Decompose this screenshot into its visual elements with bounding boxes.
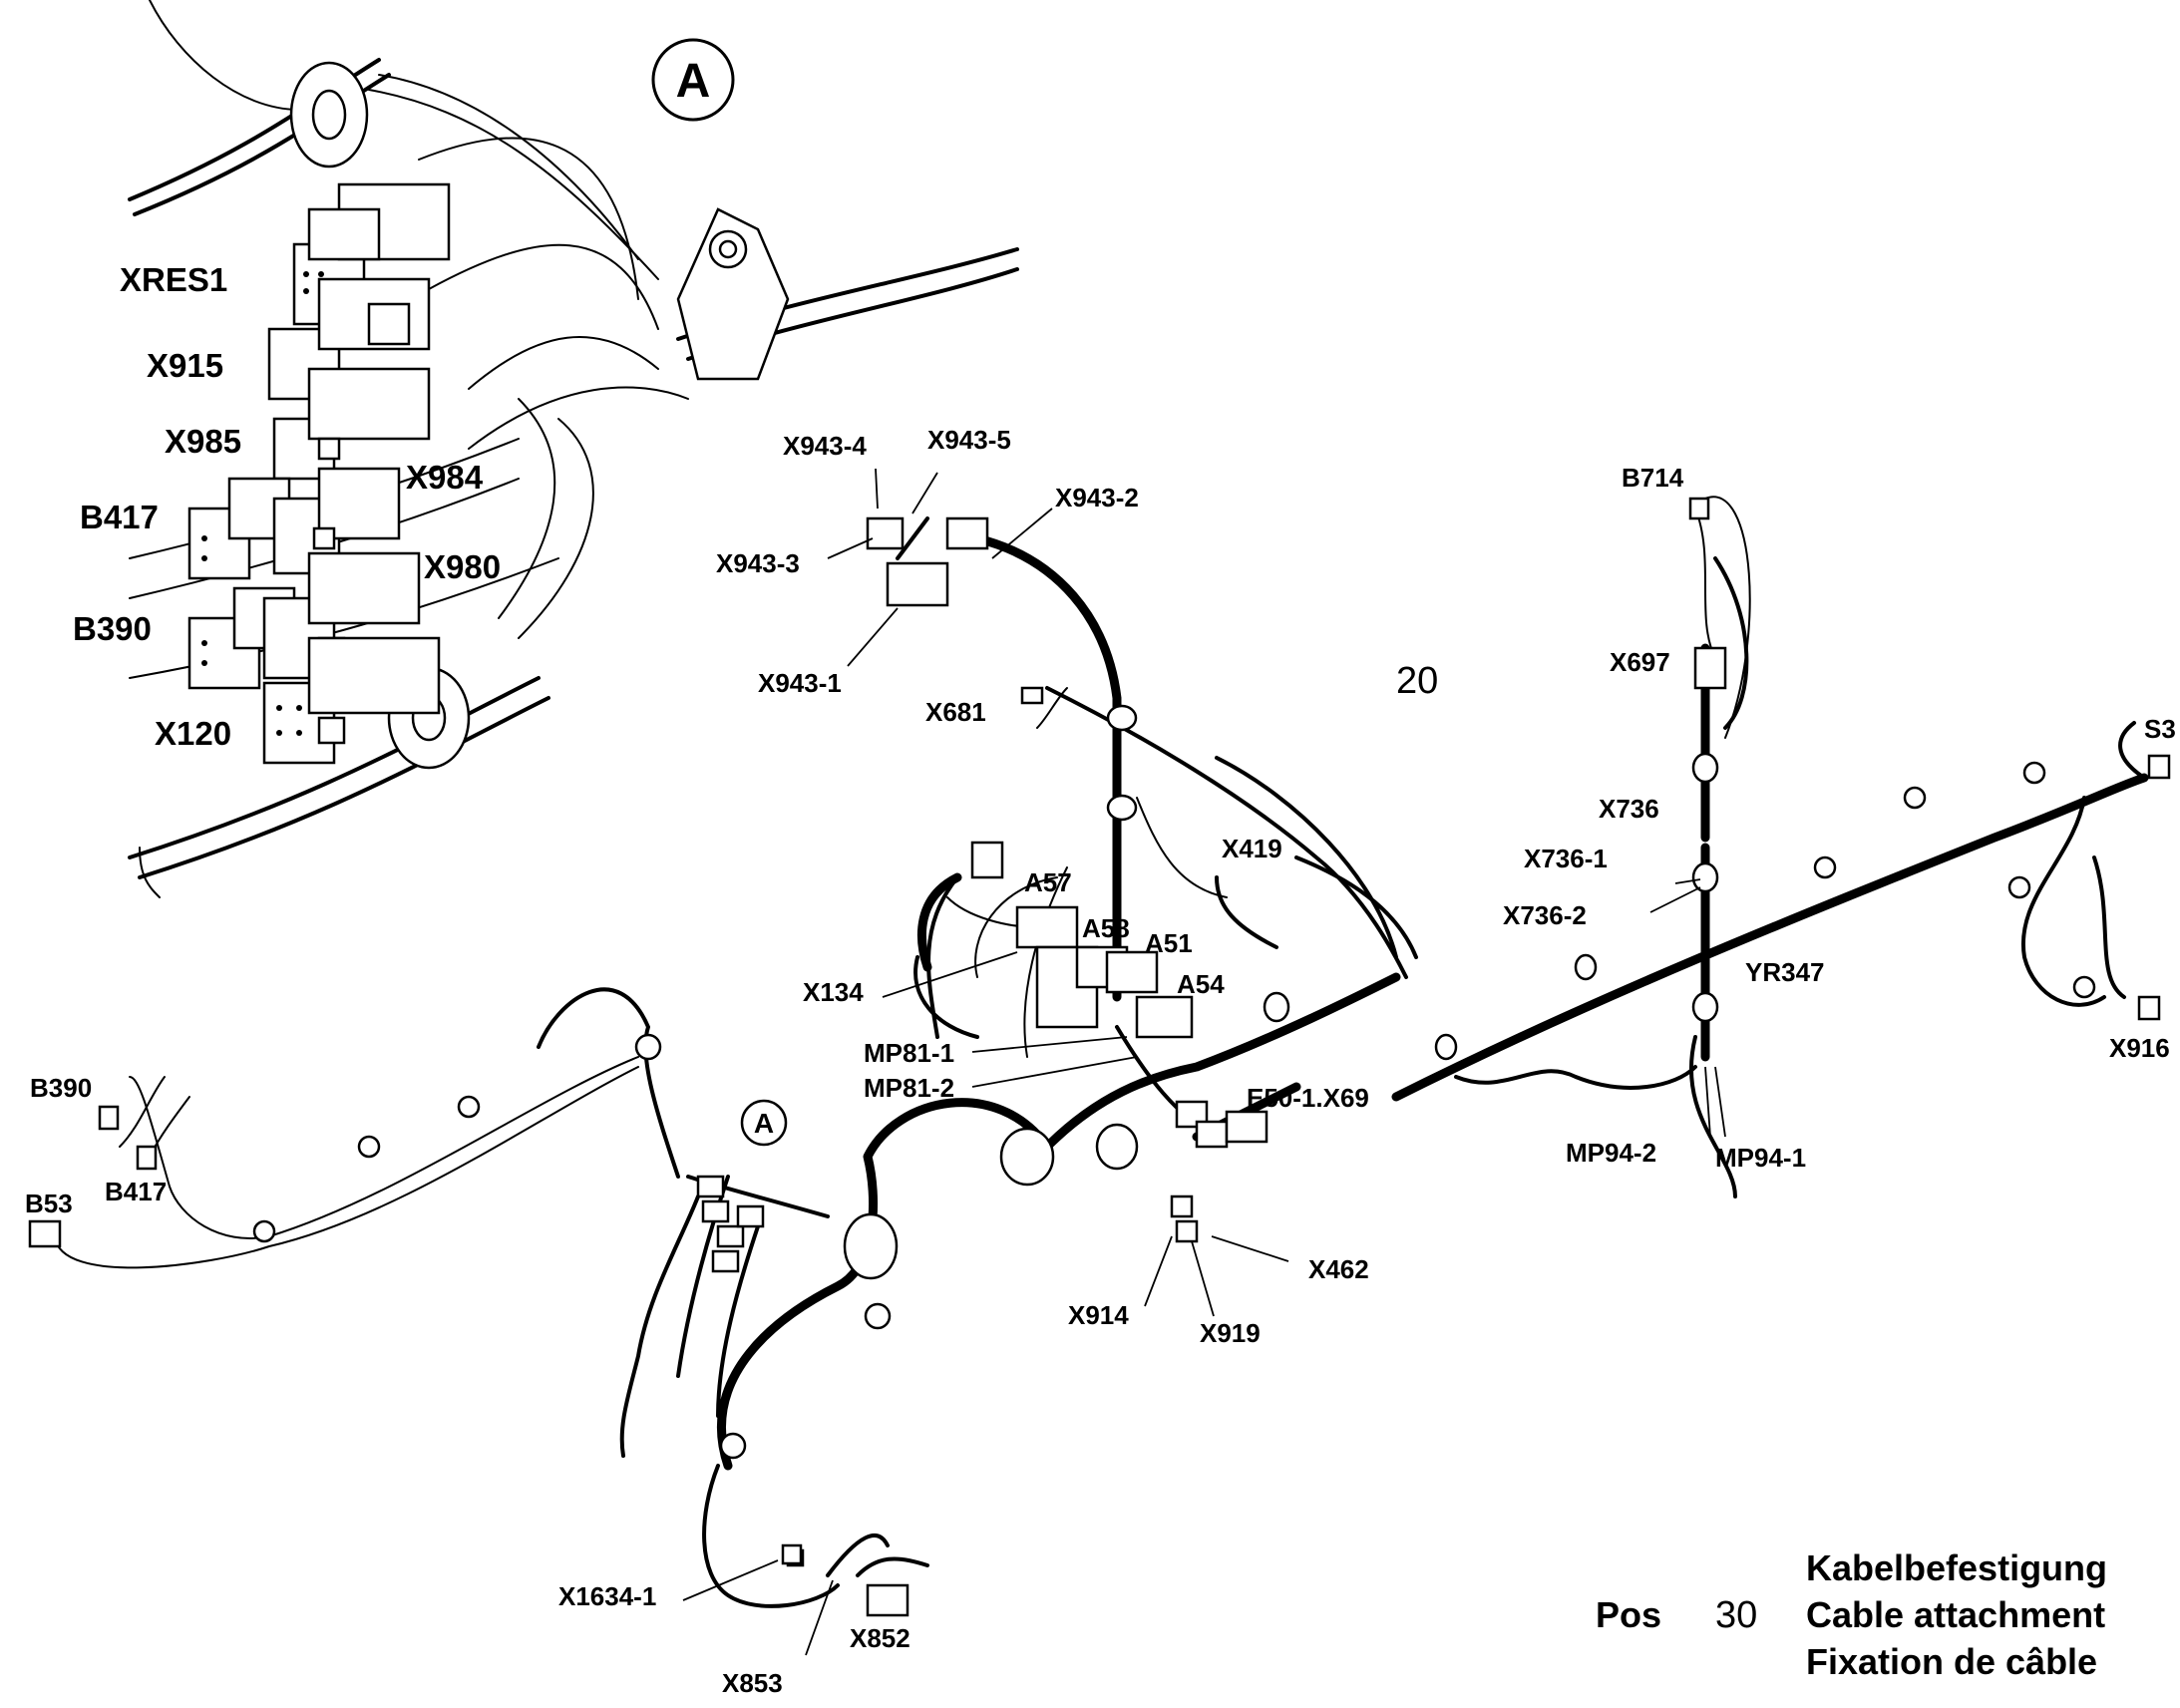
connector-b390-main-icon	[98, 1105, 120, 1131]
connector-x916-icon	[2137, 995, 2161, 1021]
connector-cluster-icon	[1170, 1100, 1269, 1243]
connector-x943-icon	[866, 516, 989, 607]
connector-a54-icon	[1135, 995, 1194, 1039]
position-number: 20	[1396, 660, 1438, 702]
connector-b390-icon	[187, 586, 296, 690]
caption-pos-number: 30	[1715, 1594, 1757, 1636]
label-x736-2: X736-2	[1503, 900, 1587, 930]
svg-text:A: A	[754, 1108, 774, 1139]
label-x462: X462	[1308, 1254, 1369, 1284]
caption-line-de: Kabelbefestigung	[1806, 1547, 2107, 1588]
main-harness: 20 A X943-4 X943-5	[25, 425, 2176, 1698]
connector-x681-icon	[1020, 686, 1044, 705]
connector-x852-icon	[786, 1548, 909, 1617]
label-x943-5: X943-5	[927, 425, 1011, 455]
label-mp94-2: MP94-2	[1566, 1138, 1656, 1168]
caption-line-fr: Fixation de câble	[1806, 1641, 2097, 1682]
label-e50-1-x69: E50-1.X69	[1247, 1083, 1369, 1113]
label-x984: X984	[406, 459, 484, 496]
label-x914: X914	[1068, 1300, 1129, 1330]
label-x916: X916	[2109, 1033, 2170, 1063]
caption-pos-label: Pos	[1596, 1594, 1661, 1635]
connector-x697-icon	[1693, 646, 1727, 690]
label-mp81-1: MP81-1	[864, 1038, 954, 1068]
label-b390: B390	[73, 610, 152, 647]
label-x943-3: X943-3	[716, 548, 800, 578]
label-x919: X919	[1200, 1318, 1261, 1348]
label-a58: A58	[1082, 913, 1130, 943]
connector-a51-icon	[1105, 950, 1159, 994]
connector-x134-icon	[917, 841, 1004, 972]
caption-block: Kabelbefestigung Pos 30 Cable attachment…	[1596, 1547, 2107, 1682]
label-b390: B390	[30, 1073, 92, 1103]
connector-s3-icon	[2147, 754, 2171, 780]
label-x736: X736	[1599, 794, 1659, 824]
connector-left-cluster-icon	[696, 1175, 765, 1273]
label-x120: X120	[155, 715, 231, 752]
label-x681: X681	[925, 697, 986, 727]
cable-clamp-icon	[252, 704, 2096, 1460]
connector-x1634-1-icon	[781, 1543, 803, 1565]
detail-marker-a: A	[651, 38, 735, 122]
label-x419: X419	[1222, 834, 1282, 863]
svg-text:A: A	[676, 55, 711, 108]
caption-line-en: Cable attachment	[1806, 1594, 2105, 1635]
label-b714: B714	[1622, 463, 1684, 493]
detail-marker-a-small: A	[740, 1099, 788, 1147]
label-xres1: XRES1	[120, 261, 227, 298]
detail-labels: XRES1 X915 X985 X984 B417 X980 B390 X120	[73, 261, 501, 752]
label-x697: X697	[1610, 647, 1670, 677]
label-x852: X852	[850, 1623, 910, 1653]
label-x134: X134	[803, 977, 864, 1007]
label-x980: X980	[424, 548, 501, 585]
label-a57: A57	[1024, 867, 1072, 897]
main-labels: X943-4 X943-5 X943-2 X943-3 X943-1 X681 …	[25, 425, 2176, 1698]
label-x853: X853	[722, 1668, 783, 1698]
connector-x120-icon	[262, 636, 441, 765]
cable-clamp-icon	[676, 207, 790, 381]
label-x943-4: X943-4	[783, 431, 867, 461]
grommet-icon	[289, 61, 369, 169]
connector-b714-icon	[1688, 497, 1710, 520]
label-x985: X985	[165, 423, 241, 460]
label-a51: A51	[1145, 928, 1193, 958]
label-x736-1: X736-1	[1524, 844, 1608, 873]
label-b417: B417	[80, 499, 159, 535]
label-s3: S3	[2144, 714, 2176, 744]
label-x943-1: X943-1	[758, 668, 842, 698]
label-a54: A54	[1177, 969, 1225, 999]
label-mp94-1: MP94-1	[1715, 1143, 1806, 1173]
label-yr347: YR347	[1745, 957, 1825, 987]
detail-view-a: A XRES1 X915 X985 X984 B417 X980 B390 X1…	[73, 0, 1019, 898]
label-mp81-2: MP81-2	[864, 1073, 954, 1103]
label-x1634-1: X1634-1	[558, 1581, 656, 1611]
connector-x915-icon	[267, 277, 431, 401]
connector-a57-icon	[1015, 905, 1099, 1029]
label-b417: B417	[105, 1177, 167, 1206]
connector-b53-icon	[28, 1219, 62, 1248]
label-b53: B53	[25, 1189, 73, 1218]
label-x943-2: X943-2	[1055, 483, 1139, 512]
leader-lines	[682, 468, 1726, 1656]
label-x915: X915	[147, 347, 223, 384]
connector-b417-main-icon	[136, 1145, 158, 1171]
